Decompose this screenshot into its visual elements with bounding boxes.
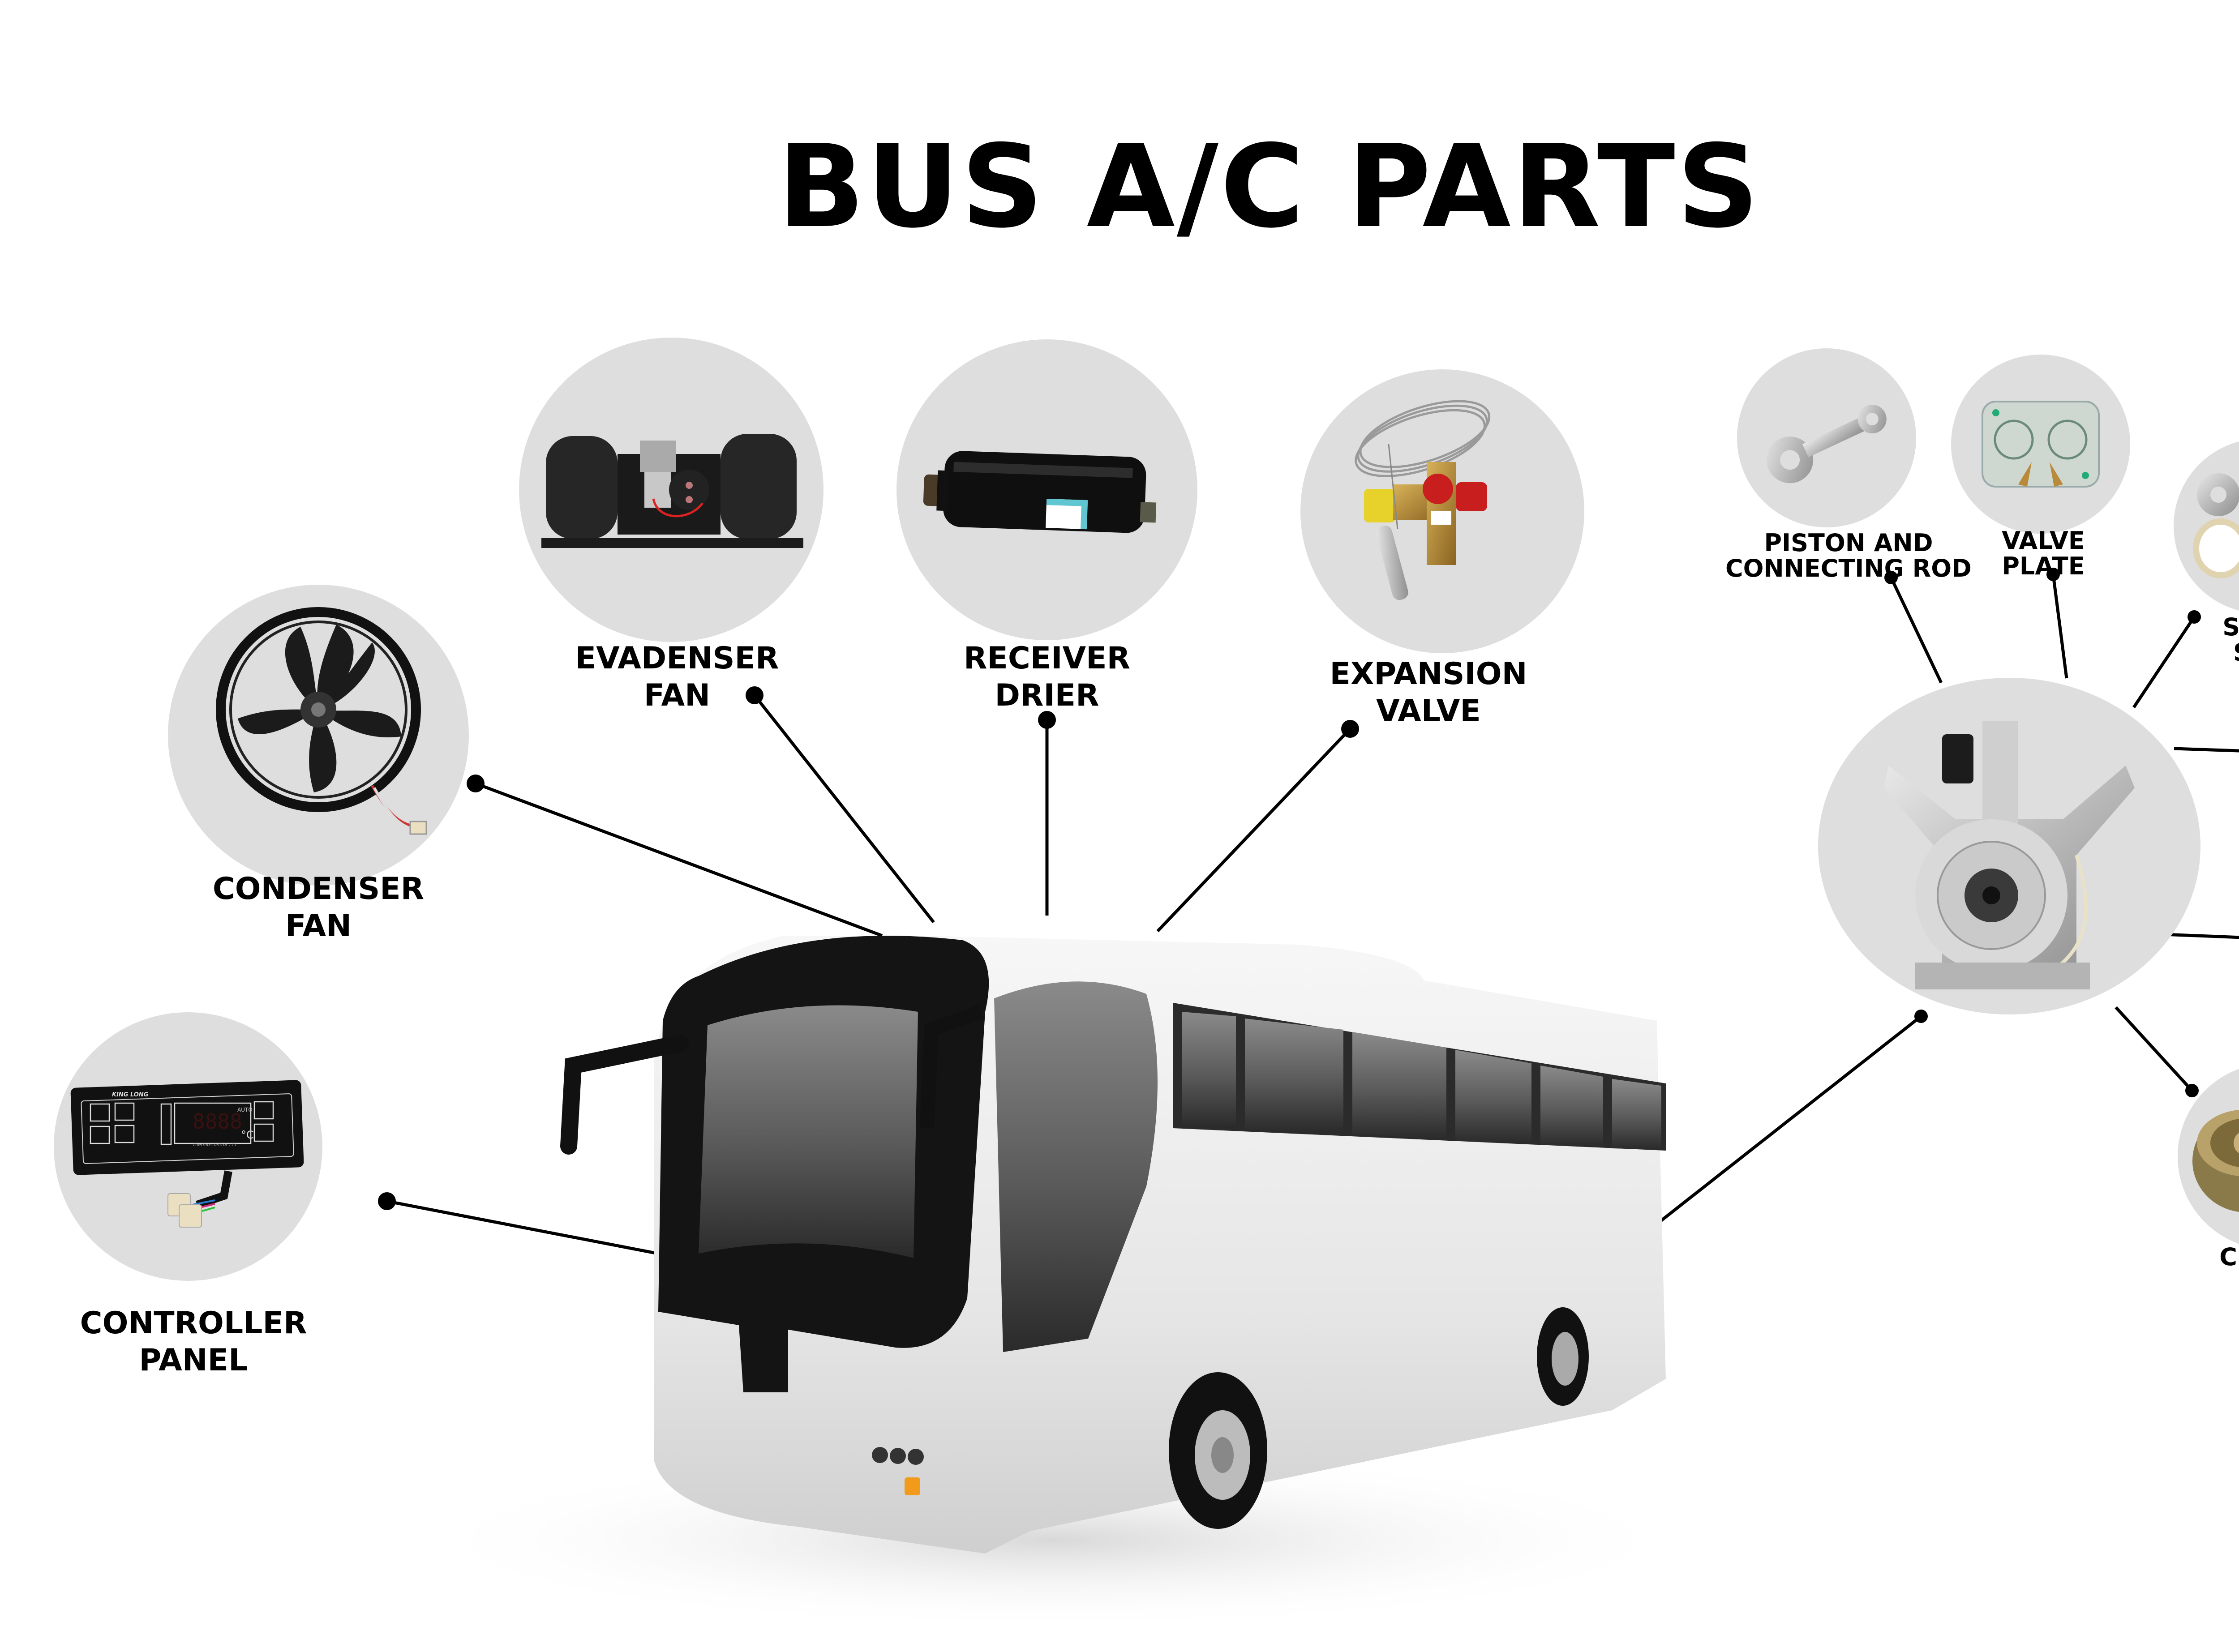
compressor-icon xyxy=(1884,721,2135,989)
label-line: RECEIVER xyxy=(964,641,1130,676)
label-controller-panel: CONTROLLER PANEL xyxy=(80,1305,307,1379)
page-title: BUS A/C PARTS xyxy=(777,120,1761,253)
panel-model-text: Thermo-control 171 xyxy=(193,1143,237,1147)
blower-fan-icon xyxy=(541,434,803,548)
label-line: EXPANSION xyxy=(1330,656,1527,692)
label-line: PANEL xyxy=(139,1342,248,1378)
label-line: SHAFT xyxy=(2222,613,2239,641)
label-line: VALVE xyxy=(1376,693,1481,729)
label-line: VALVE xyxy=(2002,526,2085,555)
expansion-valve-icon xyxy=(1355,400,1491,600)
label-piston-connecting-rod: PISTON AND CONNECTING ROD xyxy=(1725,529,1972,582)
panel-unit-text: °C xyxy=(241,1129,254,1141)
label-line: CONDENSER xyxy=(212,871,425,907)
label-line: SEAL xyxy=(2222,640,2239,666)
label-receiver-drier: RECEIVER DRIER xyxy=(964,640,1130,715)
label-condenser-fan: CONDENSER FAN xyxy=(213,871,424,945)
shaft-seal-icon xyxy=(2193,473,2239,578)
clutch-icon xyxy=(2192,1109,2239,1212)
label-line: PISTON AND xyxy=(1764,529,1933,557)
label-line: FAN xyxy=(643,677,711,713)
label-evadenser-fan: EVADENSER FAN xyxy=(575,640,779,715)
panel-mode-text: AUTO xyxy=(237,1107,253,1113)
label-clutch: CLUTCH xyxy=(2219,1243,2239,1271)
label-line: PLATE xyxy=(2002,552,2085,580)
coach-bus-icon xyxy=(403,936,1702,1630)
label-line: CLUTCH xyxy=(2219,1243,2239,1271)
connecting-rod-icon xyxy=(1767,405,1887,484)
panel-display-text: 8888 xyxy=(193,1109,242,1134)
panel-brand-text: KING LONG xyxy=(112,1091,149,1098)
label-line: CONNECTING ROD xyxy=(1725,554,1972,582)
label-line: DRIER xyxy=(995,677,1099,713)
drier-cylinder-icon xyxy=(923,451,1157,533)
connector-dots xyxy=(378,568,2201,1210)
label-valve-plate: VALVE PLATE xyxy=(2002,528,2085,579)
valve-plate-icon xyxy=(1982,401,2100,488)
label-shaft-seal: SHAFT SEAL xyxy=(2222,613,2239,666)
label-line: FAN xyxy=(285,908,352,944)
label-expansion-valve: EXPANSION VALVE xyxy=(1330,656,1527,730)
label-line: CONTROLLER xyxy=(80,1305,307,1341)
axial-fan-icon xyxy=(216,607,427,835)
label-line: EVADENSER xyxy=(575,641,779,676)
controller-panel-icon: KING LONG 8888 AUTO °C Thermo-control 17… xyxy=(70,1080,304,1228)
